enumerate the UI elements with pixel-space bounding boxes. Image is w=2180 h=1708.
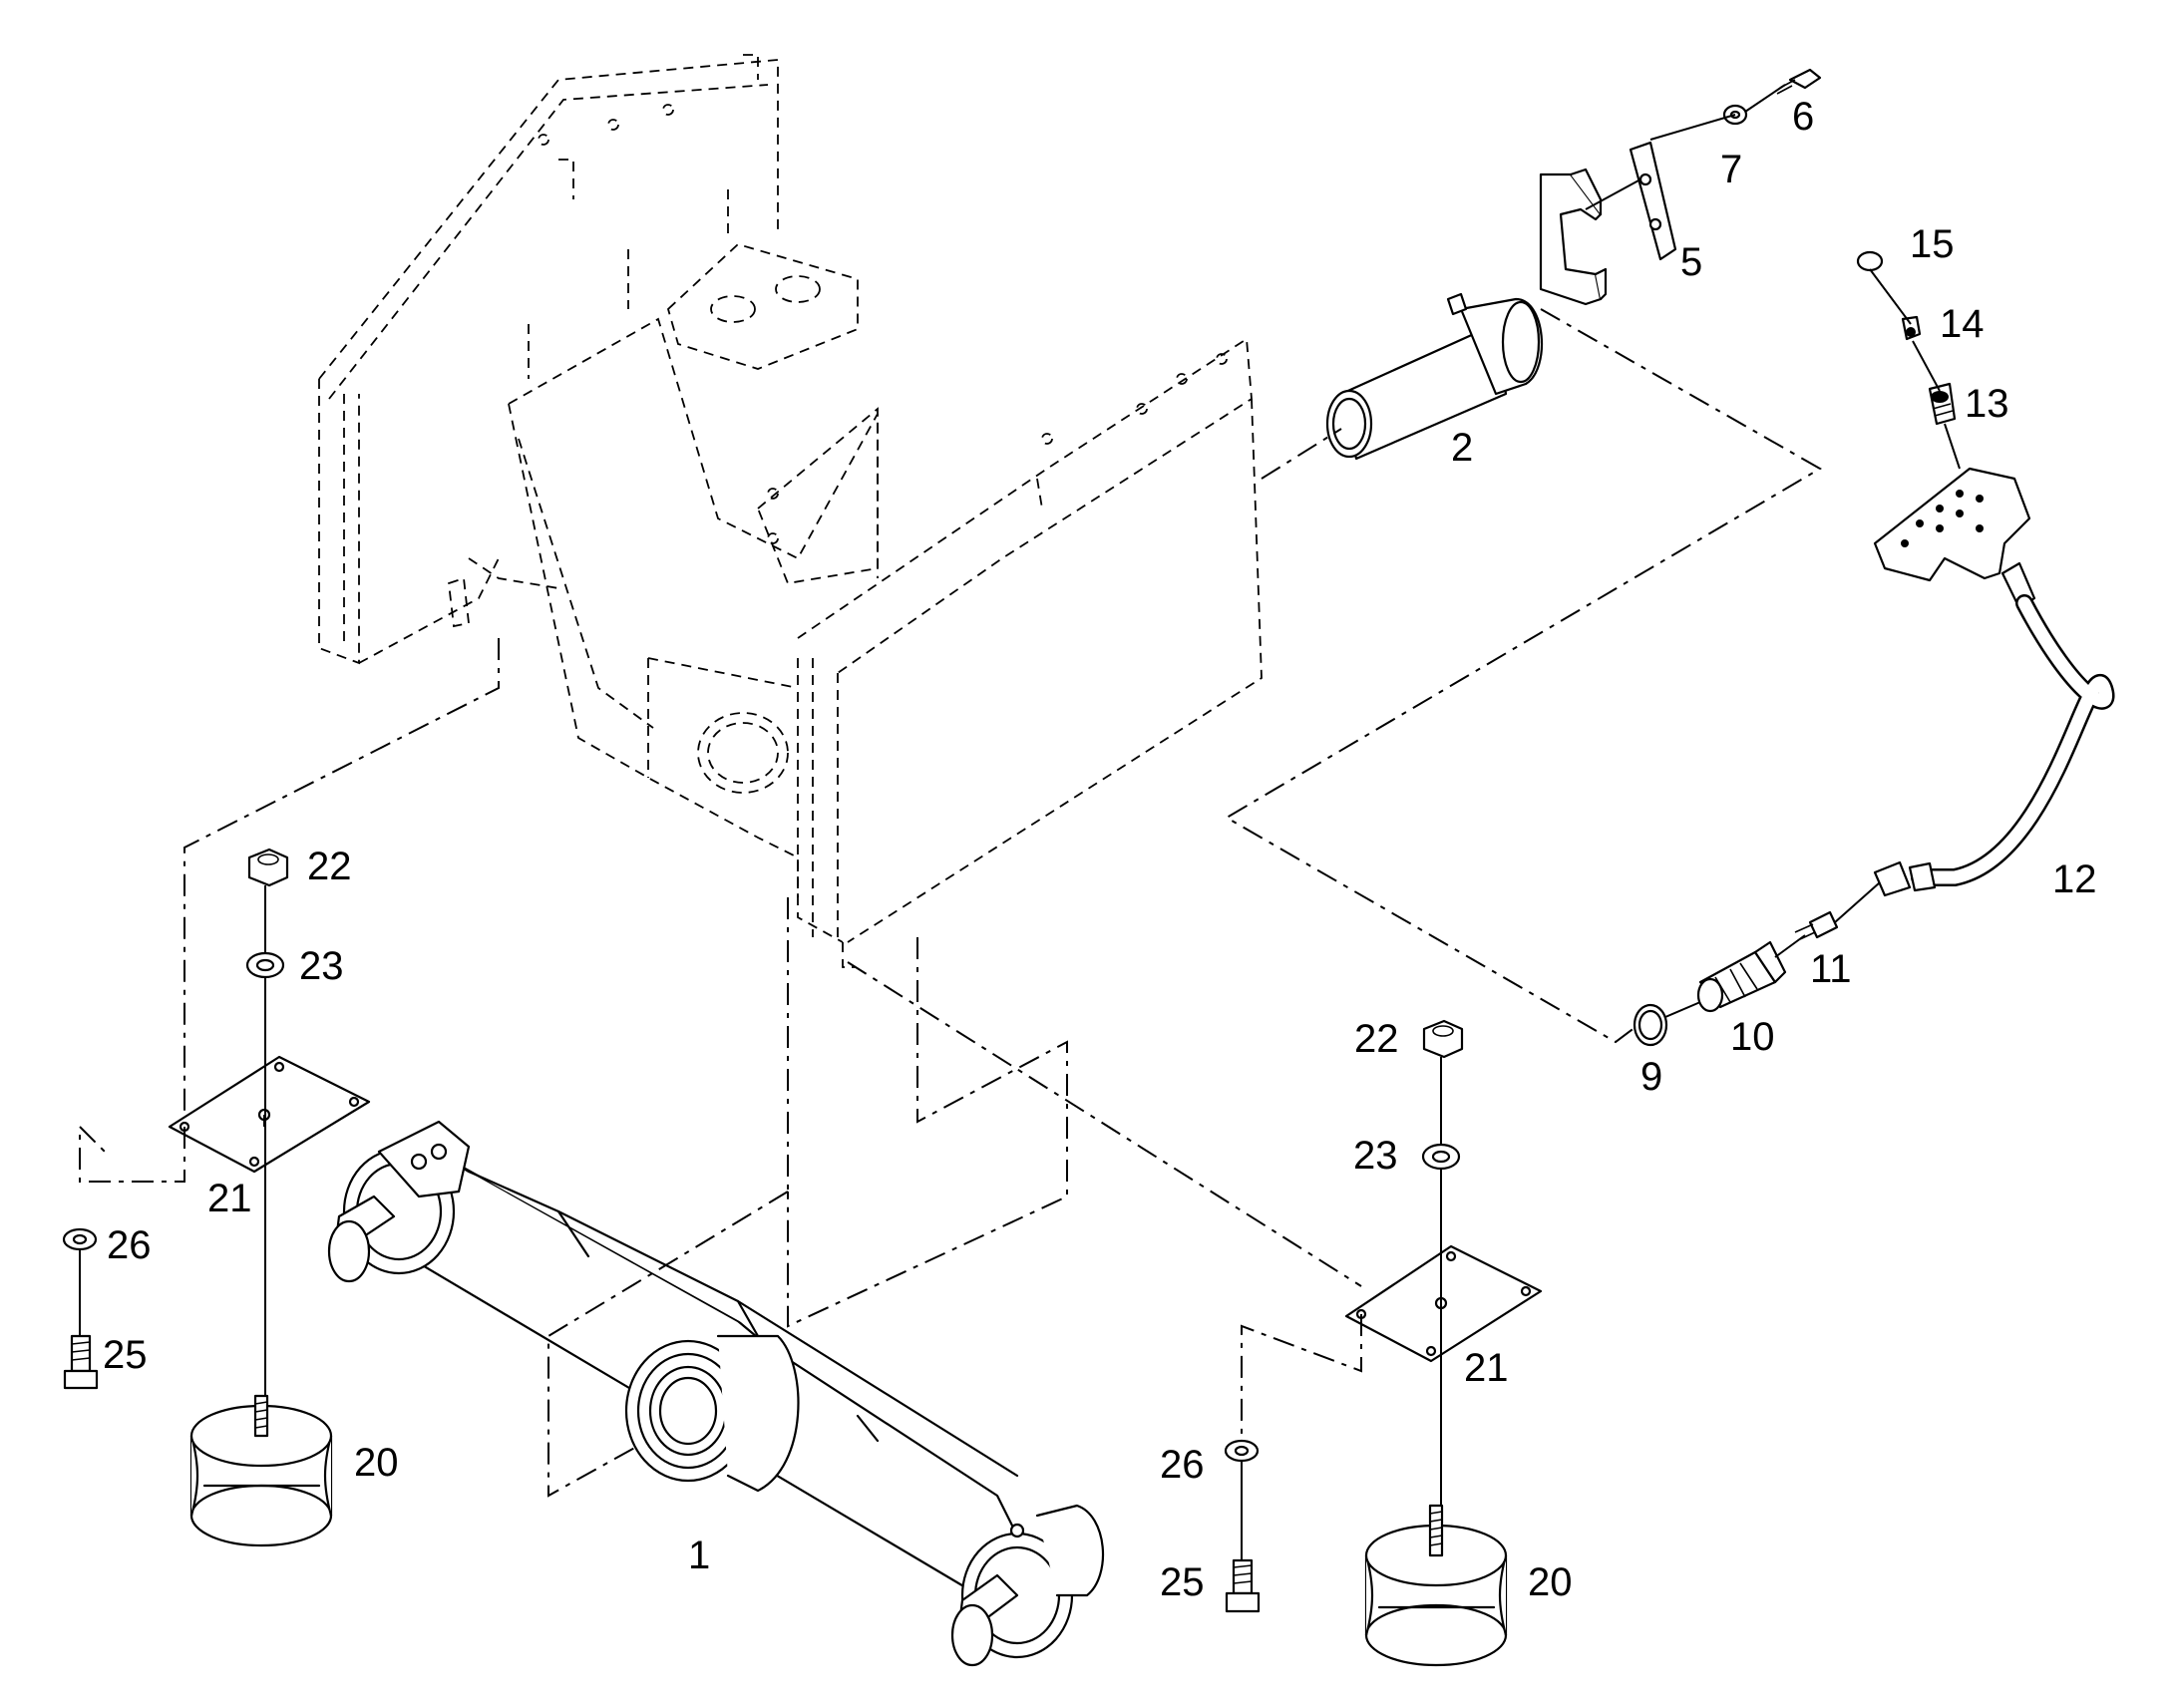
washer-part-26-right: [1224, 1439, 1260, 1463]
cap-part-15: [1856, 250, 1884, 272]
callout-1: 1: [688, 1534, 710, 1577]
callout-13: 13: [1965, 382, 2009, 426]
callout-14: 14: [1940, 302, 1985, 346]
mounting-plate: [1873, 467, 2031, 582]
callout-23-right: 23: [1353, 1134, 1398, 1178]
mount-plate-part-21-left: [168, 1055, 371, 1174]
callout-26-left: 26: [107, 1223, 152, 1267]
callout-9: 9: [1640, 1055, 1662, 1099]
callout-22-right: 22: [1354, 1017, 1399, 1061]
callout-7: 7: [1720, 148, 1742, 191]
bolt-part-25-left: [63, 1334, 99, 1390]
connector-part-10: [1696, 940, 1787, 1013]
grease-nipple-part-14: [1901, 315, 1922, 341]
hose-part-12: [1873, 561, 2115, 897]
mount-plate-part-21-right: [1344, 1244, 1543, 1363]
callout-21-left: 21: [207, 1177, 252, 1220]
callout-15: 15: [1910, 222, 1955, 266]
bracket-part-5: [1539, 141, 1677, 306]
callout-21-right: 21: [1464, 1346, 1509, 1390]
callout-20-right: 20: [1528, 1560, 1573, 1604]
adapter-part-11: [1794, 910, 1839, 940]
callout-20-left: 20: [354, 1441, 399, 1485]
callout-10: 10: [1730, 1015, 1775, 1059]
callout-6: 6: [1792, 95, 1814, 139]
callout-11: 11: [1810, 947, 1852, 991]
pin-part-2: [1325, 292, 1544, 461]
o-ring-part-9: [1633, 1003, 1668, 1047]
washer-part-23-right: [1421, 1143, 1461, 1171]
washer-part-26-left: [62, 1227, 98, 1251]
axle-beam-part-1: [327, 1120, 1105, 1667]
callouts: 1 2 5 6 7 9 10 11 12 13 14 15 20 20 21 2…: [103, 95, 2097, 1604]
adapter-part-13: [1928, 382, 1957, 426]
nut-part-22-left: [247, 848, 289, 887]
callout-2: 2: [1451, 426, 1473, 470]
nut-part-22-right: [1422, 1019, 1464, 1059]
assembly-lines: [79, 84, 1961, 1560]
callout-12: 12: [2052, 857, 2097, 901]
callout-26-right: 26: [1160, 1443, 1205, 1487]
callout-25-left: 25: [103, 1333, 148, 1377]
callout-25-right: 25: [1160, 1560, 1205, 1604]
callout-23-left: 23: [299, 944, 344, 988]
bolt-part-25-right: [1225, 1558, 1261, 1613]
bolt-part-6: [1776, 68, 1822, 95]
main-frame: [318, 54, 1263, 968]
callout-5: 5: [1680, 240, 1702, 284]
rubber-mount-part-20-right: [1364, 1504, 1508, 1667]
callout-22-left: 22: [307, 845, 352, 888]
rubber-mount-part-20-left: [189, 1394, 333, 1547]
washer-part-23-left: [245, 951, 285, 979]
